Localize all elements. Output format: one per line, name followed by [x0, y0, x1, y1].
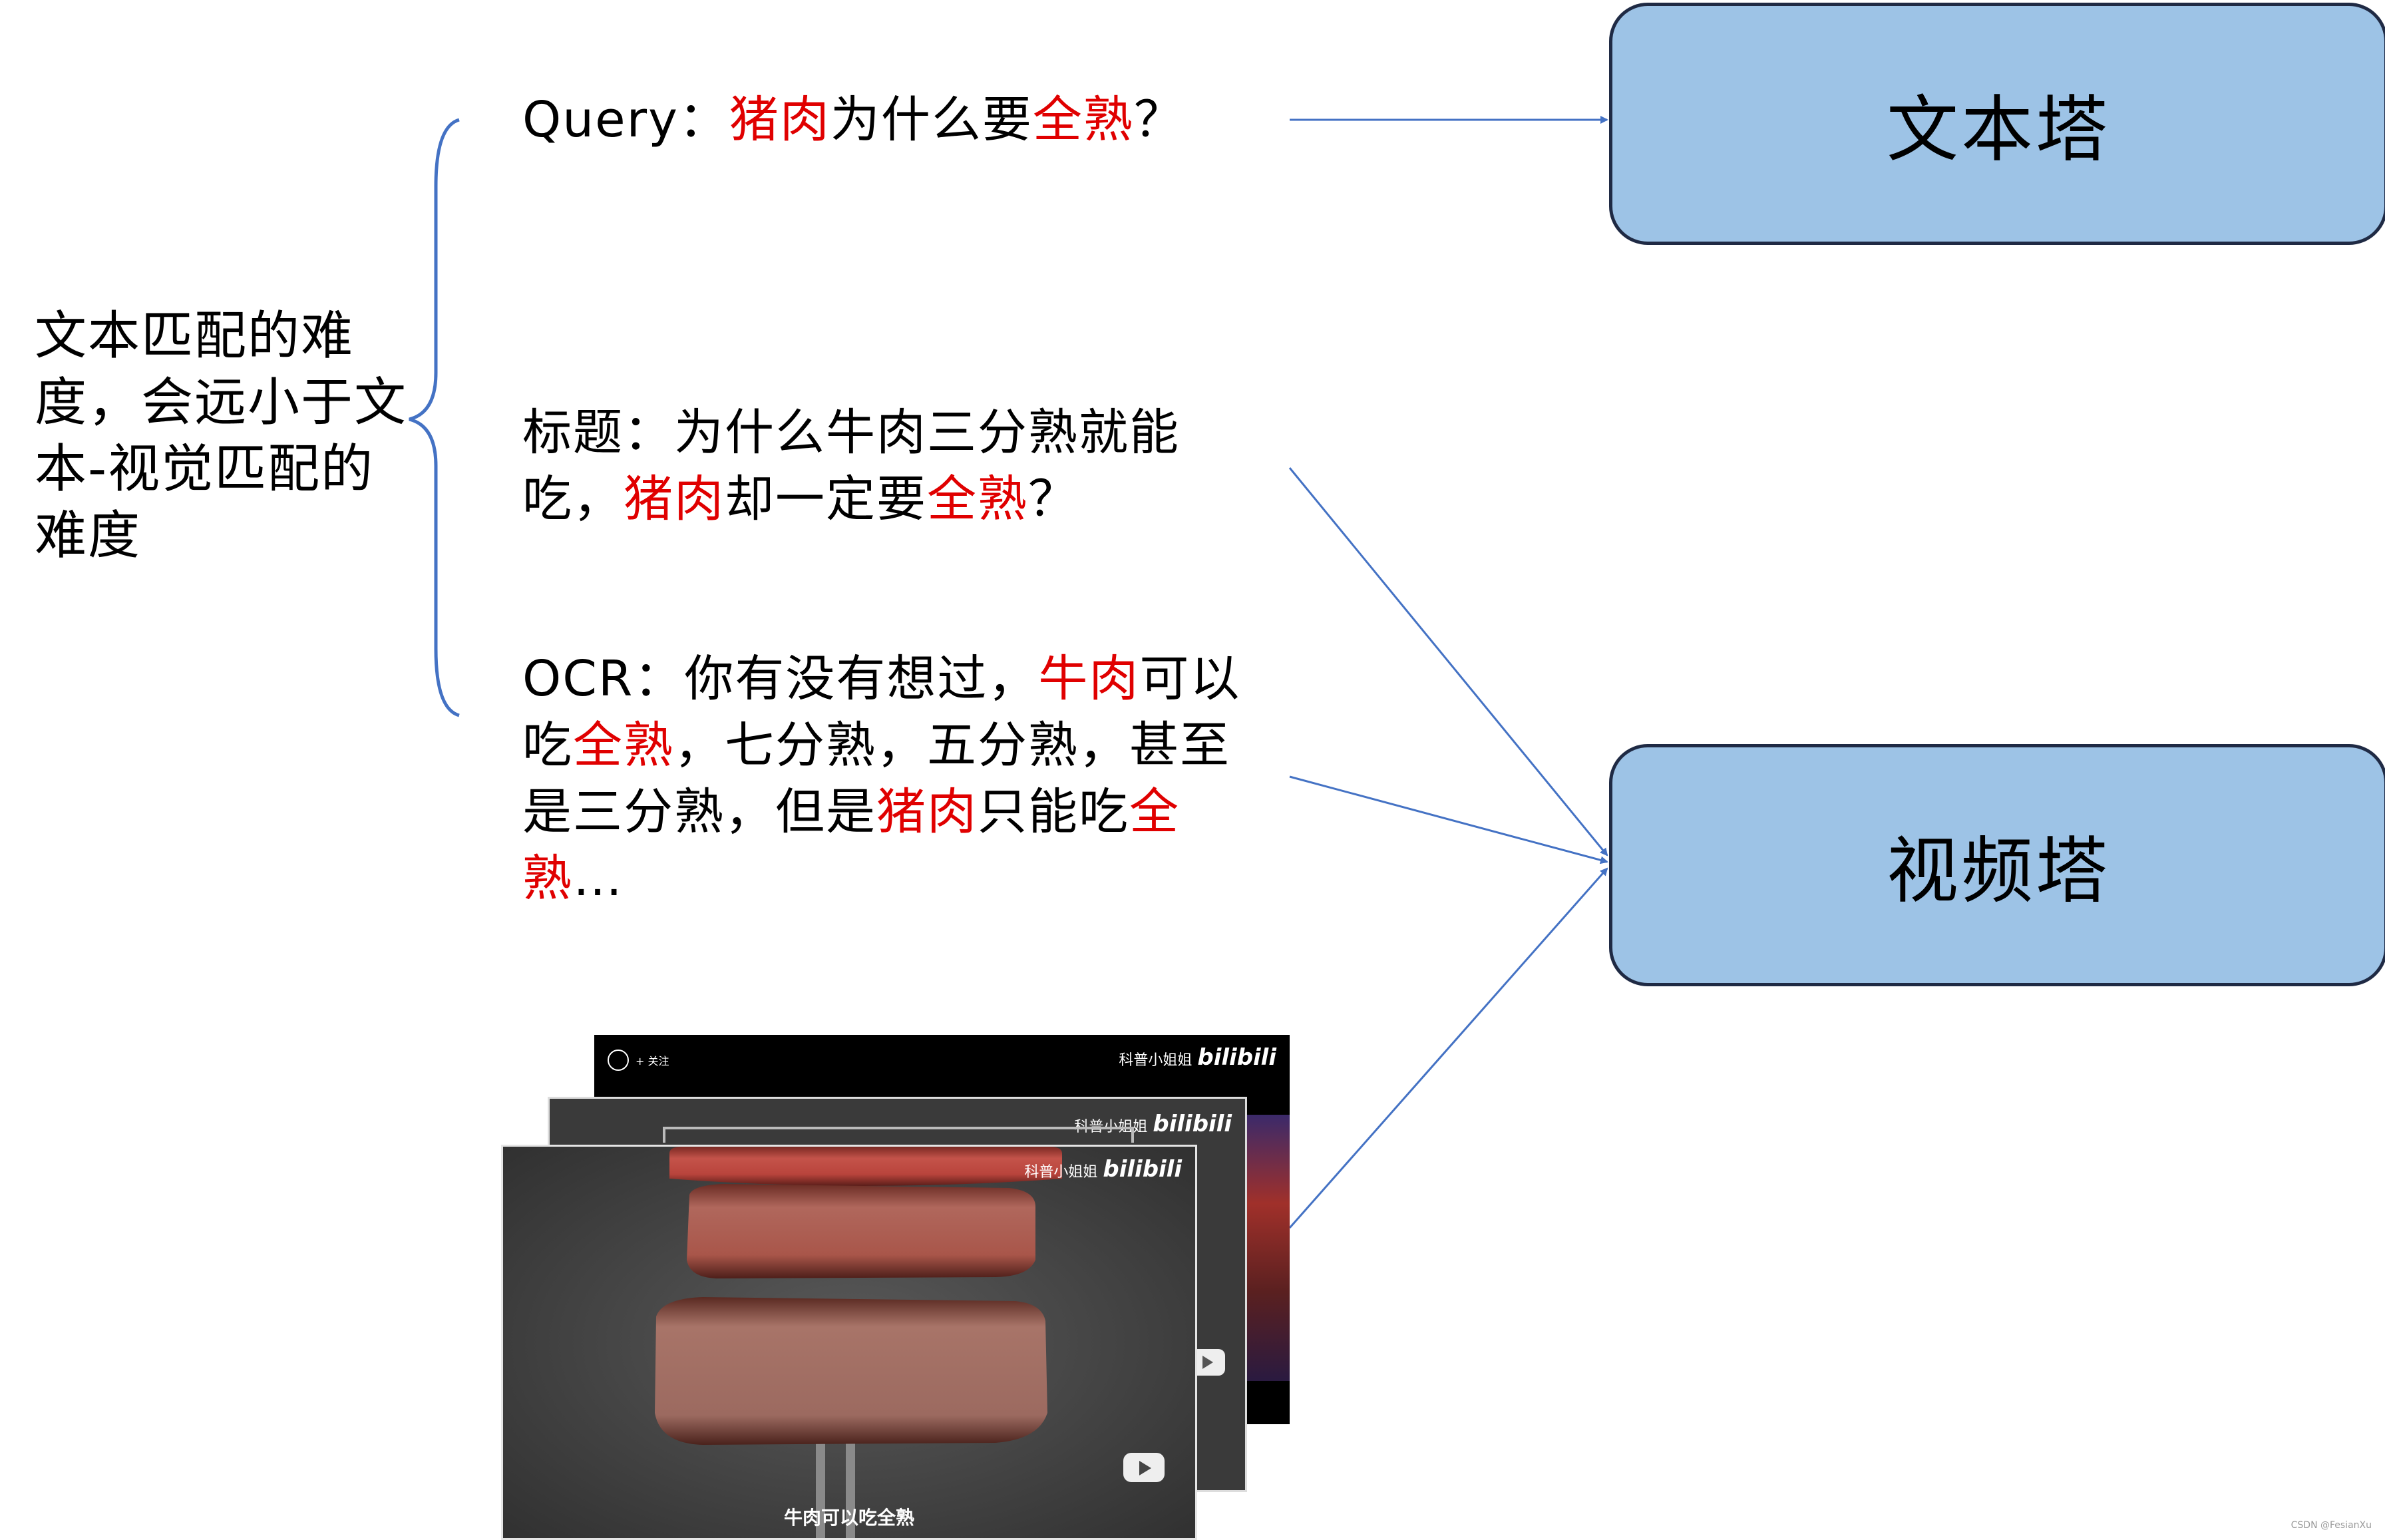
- avatar: [608, 1050, 629, 1071]
- title-text: 标题：为什么牛肉三分熟就能吃，猪肉却一定要全熟？: [522, 399, 1254, 532]
- text-tower-label: 文本塔: [1886, 89, 2110, 172]
- ocr-highlight: 猪肉: [876, 783, 978, 841]
- left-note: 文本匹配的难度，会远小于文本-视觉匹配的难度: [35, 303, 407, 569]
- query-segment: ？: [1133, 91, 1185, 148]
- bilibili-logo: bilibili: [1197, 1044, 1276, 1071]
- ocr-highlight: 全熟: [522, 783, 1180, 907]
- query-highlight: 猪肉: [729, 91, 830, 148]
- title-highlight: 全熟: [927, 471, 1028, 528]
- watermark: 科普小姐姐 bilibili: [1024, 1156, 1182, 1183]
- query-segment: Query：: [522, 91, 729, 148]
- watermark: 科普小姐姐 bilibili: [1119, 1044, 1276, 1071]
- ocr-segment: …: [573, 850, 624, 907]
- query-highlight: 全熟: [1032, 91, 1134, 148]
- follow-label: + 关注: [636, 1055, 669, 1067]
- left-note-segment: 文本匹配的难度，会远小于文本-视觉匹配的难度: [35, 306, 408, 566]
- ocr-highlight: 牛肉: [1038, 650, 1140, 707]
- title-highlight: 猪肉: [624, 471, 725, 528]
- background-meat-glimpse: [1243, 1115, 1290, 1381]
- watermark-text: 科普小姐姐: [1119, 1052, 1192, 1069]
- title-segment: ？: [1028, 471, 1079, 528]
- query-segment: 为什么要: [830, 91, 1033, 148]
- query-text: Query：猪肉为什么要全熟？: [522, 87, 1185, 153]
- ocr-segment: 可以吃: [522, 650, 1241, 774]
- video-tower-label: 视频塔: [1886, 830, 2110, 913]
- bilibili-logo: bilibili: [1103, 1156, 1182, 1183]
- frame-bracket: [663, 1127, 1134, 1143]
- title-segment: 标题：为什么牛肉三分熟就能吃，: [522, 404, 1180, 528]
- steak-stack-image: [503, 1147, 1195, 1538]
- arrow-frames-to-video-tower: [1288, 867, 1608, 1229]
- follow-bar: + 关注: [608, 1050, 669, 1071]
- arrow-title-to-video-tower: [1288, 467, 1608, 857]
- arrow-ocr-to-video-tower: [1289, 775, 1608, 865]
- bilibili-logo: bilibili: [1153, 1111, 1232, 1137]
- ocr-text: OCR：你有没有想过，牛肉可以吃全熟，七分熟，五分熟，甚至是三分熟，但是猪肉只能…: [522, 646, 1254, 912]
- watermark-text: 科普小姐姐: [1024, 1164, 1098, 1181]
- video-tower: 视频塔: [1609, 744, 2385, 986]
- video-frame-front: 科普小姐姐 bilibili 牛肉可以吃全熟: [501, 1145, 1197, 1540]
- footer-credit: CSDN @FesianXu: [2291, 1520, 2372, 1531]
- video-caption: 牛肉可以吃全熟: [783, 1507, 914, 1529]
- ocr-segment: OCR：你有没有想过，: [522, 650, 1039, 707]
- ocr-segment: ，七分熟，五分熟，甚至是三分熟，但是: [522, 717, 1230, 841]
- ocr-segment: 只能吃: [978, 783, 1129, 841]
- curly-brace: [409, 118, 460, 717]
- title-segment: 却一定要: [725, 471, 927, 528]
- tv-play-icon: [1188, 1349, 1225, 1376]
- ocr-highlight: 全熟: [573, 717, 674, 774]
- text-tower: 文本塔: [1609, 3, 2385, 245]
